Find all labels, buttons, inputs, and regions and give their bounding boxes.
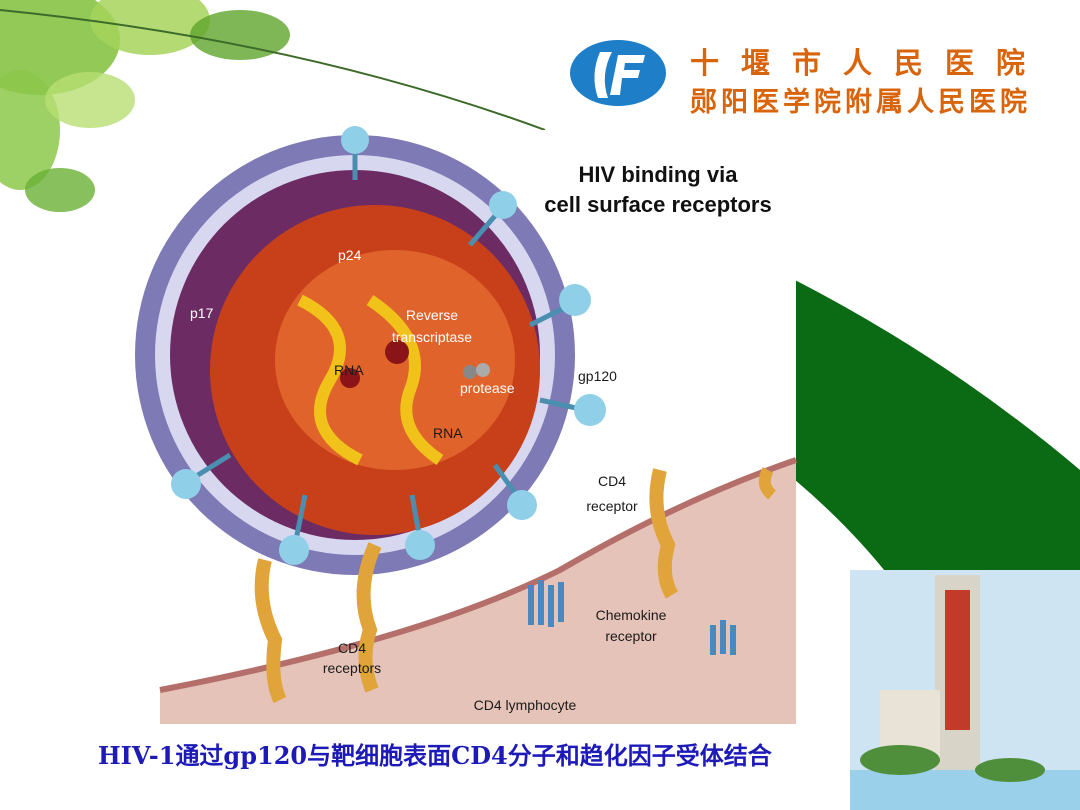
label-protease: protease <box>460 380 515 396</box>
lymphocyte-membrane <box>160 460 796 724</box>
label-gp120: gp120 <box>578 368 617 384</box>
label-cd4-lymphocyte: CD4 lymphocyte <box>474 697 577 713</box>
label-cd4-receptors-2: receptors <box>323 660 381 676</box>
label-reverse-transcriptase-1: Reverse <box>406 307 458 323</box>
diagram-title-line1: HIV binding via <box>579 162 739 187</box>
label-cd4-receptor-1: CD4 <box>598 473 626 489</box>
hiv-diagram: HIV binding via cell surface receptors p… <box>135 126 797 724</box>
hospital-name-line1: 十堰市人民医院 <box>690 46 1048 80</box>
label-p24: p24 <box>338 247 362 263</box>
leaf-decoration <box>0 0 546 212</box>
gp120-spike <box>171 126 606 565</box>
cd4-receptor <box>254 467 777 704</box>
hospital-name-line2: 郧阳医学院附属人民医院 <box>690 87 1031 118</box>
label-reverse-transcriptase-2: transcriptase <box>392 329 472 345</box>
label-p17: p17 <box>190 305 214 321</box>
slide-caption: HIV-1通过gp120与靶细胞表面CD4分子和趋化因子受体结合 <box>98 741 772 770</box>
label-cd4-receptor-2: receptor <box>586 498 638 514</box>
label-chemokine-1: Chemokine <box>596 607 667 623</box>
rna-strand <box>297 294 363 466</box>
hospital-building-photo <box>850 570 1080 810</box>
label-cd4-receptors-1: CD4 <box>338 640 366 656</box>
diagram-title-line2: cell surface receptors <box>544 192 771 217</box>
label-chemokine-2: receptor <box>605 628 657 644</box>
label-rna-2: RNA <box>433 425 463 441</box>
label-rna-1: RNA <box>334 362 364 378</box>
hospital-logo-icon <box>570 40 666 106</box>
chemokine-receptor <box>528 580 736 655</box>
